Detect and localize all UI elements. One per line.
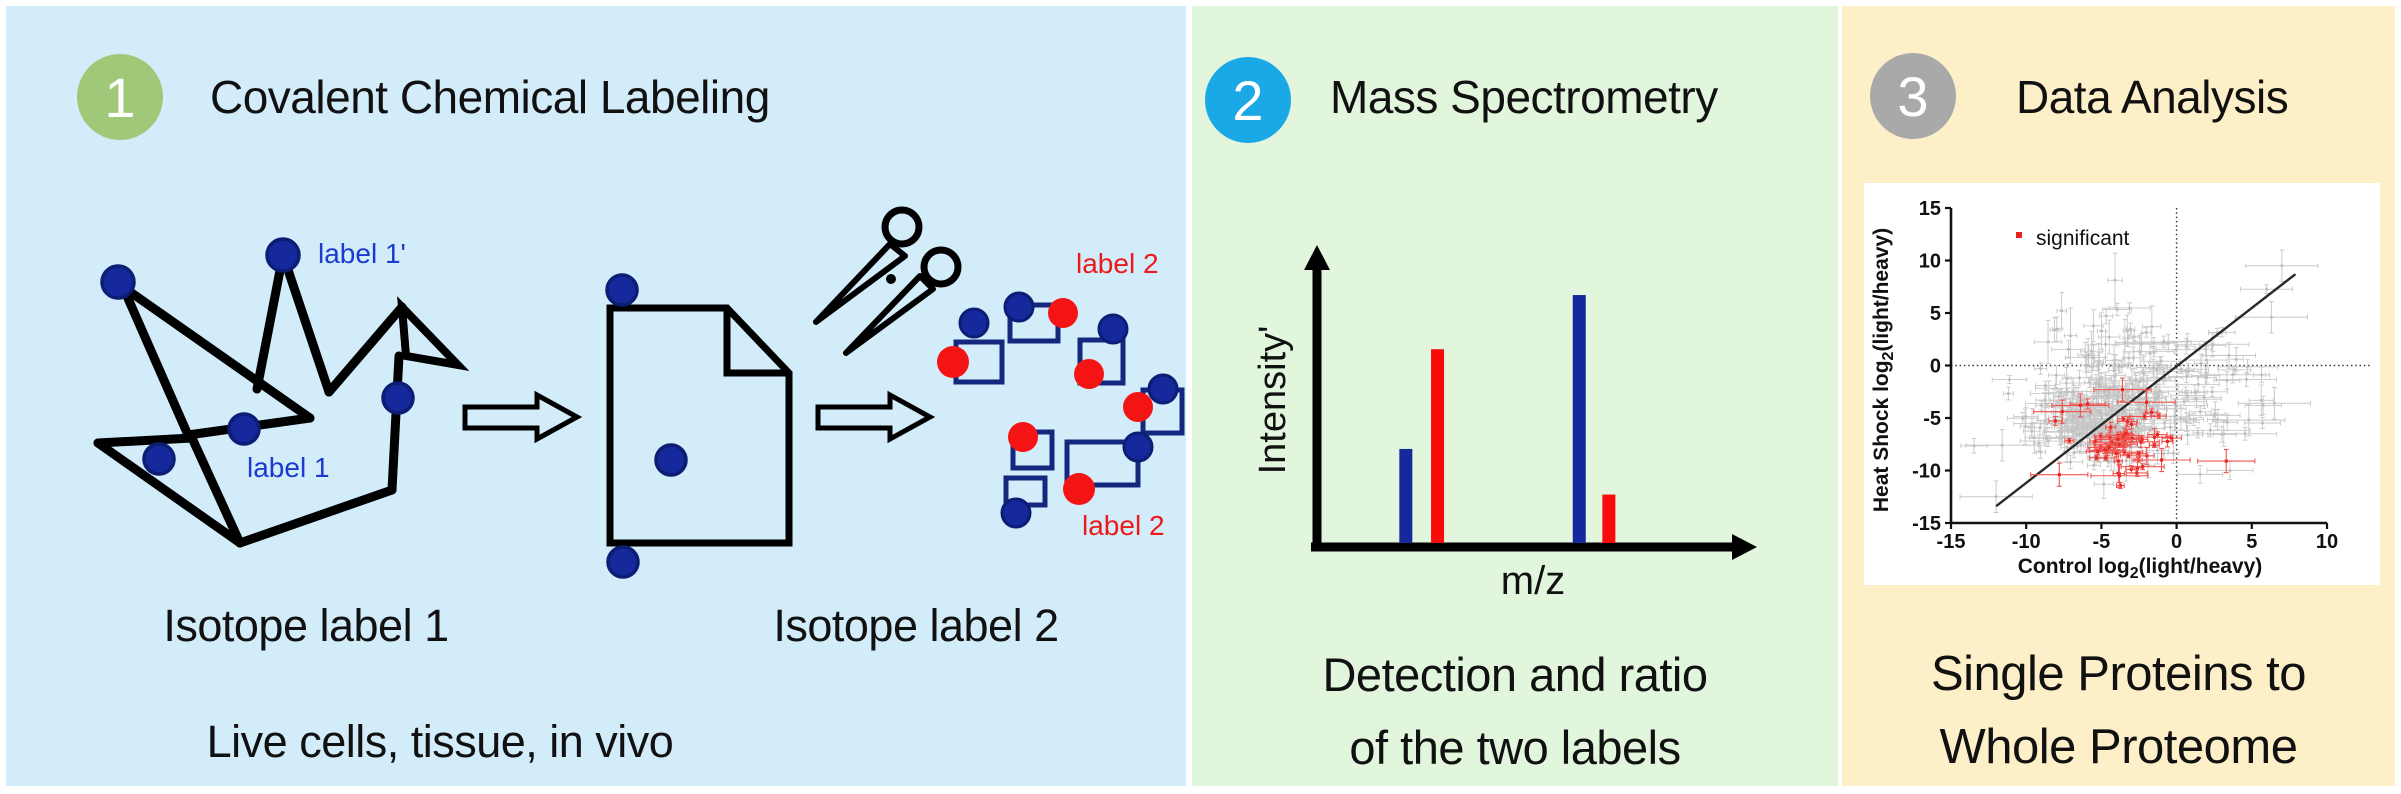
svg-text:15: 15 <box>1919 198 1941 220</box>
scissors-icon <box>813 206 962 356</box>
svg-text:Control log2(light/heavy): Control log2(light/heavy) <box>2018 555 2263 582</box>
svg-text:-15: -15 <box>1937 531 1966 553</box>
panel-2-caption-line1: Detection and ratio <box>1322 648 1708 701</box>
step-1-badge: 1 <box>77 54 163 140</box>
svg-text:0: 0 <box>2171 531 2182 553</box>
svg-text:significant: significant <box>2036 227 2130 250</box>
live-cells-caption: Live cells, tissue, in vivo <box>206 716 674 767</box>
right-arrow-icon <box>815 390 936 444</box>
svg-text:0: 0 <box>1930 356 1941 378</box>
panel-3-caption-line2: Whole Proteome <box>1939 720 2298 774</box>
svg-text:-15: -15 <box>1912 513 1941 535</box>
right-arrow-icon <box>462 390 583 444</box>
isotope-label-1-dots <box>100 237 415 476</box>
panel-1-title: Covalent Chemical Labeling <box>210 71 770 123</box>
isotope-label-1-caption: Isotope label 1 <box>163 600 449 651</box>
panel-mass-spectrometry: 2 <box>1192 6 1838 786</box>
mass-spectrum-chart: Intensity' m/z <box>1252 245 1757 603</box>
svg-text:m/z: m/z <box>1501 559 1565 603</box>
svg-text:5: 5 <box>1930 303 1941 325</box>
svg-text:-10: -10 <box>2012 531 2041 553</box>
labeling-illustration <box>93 206 1185 579</box>
step-3-badge: 3 <box>1870 53 1956 139</box>
svg-text:Heat Shock log2(light/heavy): Heat Shock log2(light/heavy) <box>1870 228 1897 512</box>
panel-2-caption-line2: of the two labels <box>1349 721 1681 774</box>
step-1-number: 1 <box>104 65 136 129</box>
label-1-prime-annotation: label 1' <box>318 238 406 269</box>
origami-crane-figure <box>93 250 470 548</box>
svg-text:10: 10 <box>1919 251 1941 273</box>
label-2-bottom-annotation: label 2 <box>1082 510 1165 541</box>
panel-3-title: Data Analysis <box>2016 71 2289 123</box>
svg-text:10: 10 <box>2316 531 2338 553</box>
paper-isotope-dots <box>605 273 688 579</box>
isotope-label-2-caption: Isotope label 2 <box>773 600 1059 651</box>
svg-text:-10: -10 <box>1912 461 1941 483</box>
step-3-number: 3 <box>1897 64 1929 128</box>
svg-text:-5: -5 <box>2093 531 2111 553</box>
svg-text:5: 5 <box>2246 531 2257 553</box>
panel-2-caption: Detection and ratio of the two labels <box>1192 638 1838 784</box>
panel-2-title: Mass Spectrometry <box>1330 71 1718 123</box>
label-2-top-annotation: label 2 <box>1076 248 1159 279</box>
fragment-label-2-dots <box>937 298 1153 505</box>
fragment-label-1-dots <box>958 291 1179 529</box>
panel-3-caption-line1: Single Proteins to <box>1930 647 2307 701</box>
panel-covalent-labeling: 1 <box>6 6 1186 786</box>
step-2-number: 2 <box>1232 68 1264 132</box>
svg-text:Intensity': Intensity' <box>1252 326 1294 475</box>
svg-text:-5: -5 <box>1923 408 1941 430</box>
step-2-badge: 2 <box>1205 57 1291 143</box>
unfolded-paper-figure <box>606 304 793 547</box>
label-1-annotation: label 1 <box>247 452 330 483</box>
panel-3-caption: Single Proteins to Whole Proteome <box>1842 638 2395 784</box>
